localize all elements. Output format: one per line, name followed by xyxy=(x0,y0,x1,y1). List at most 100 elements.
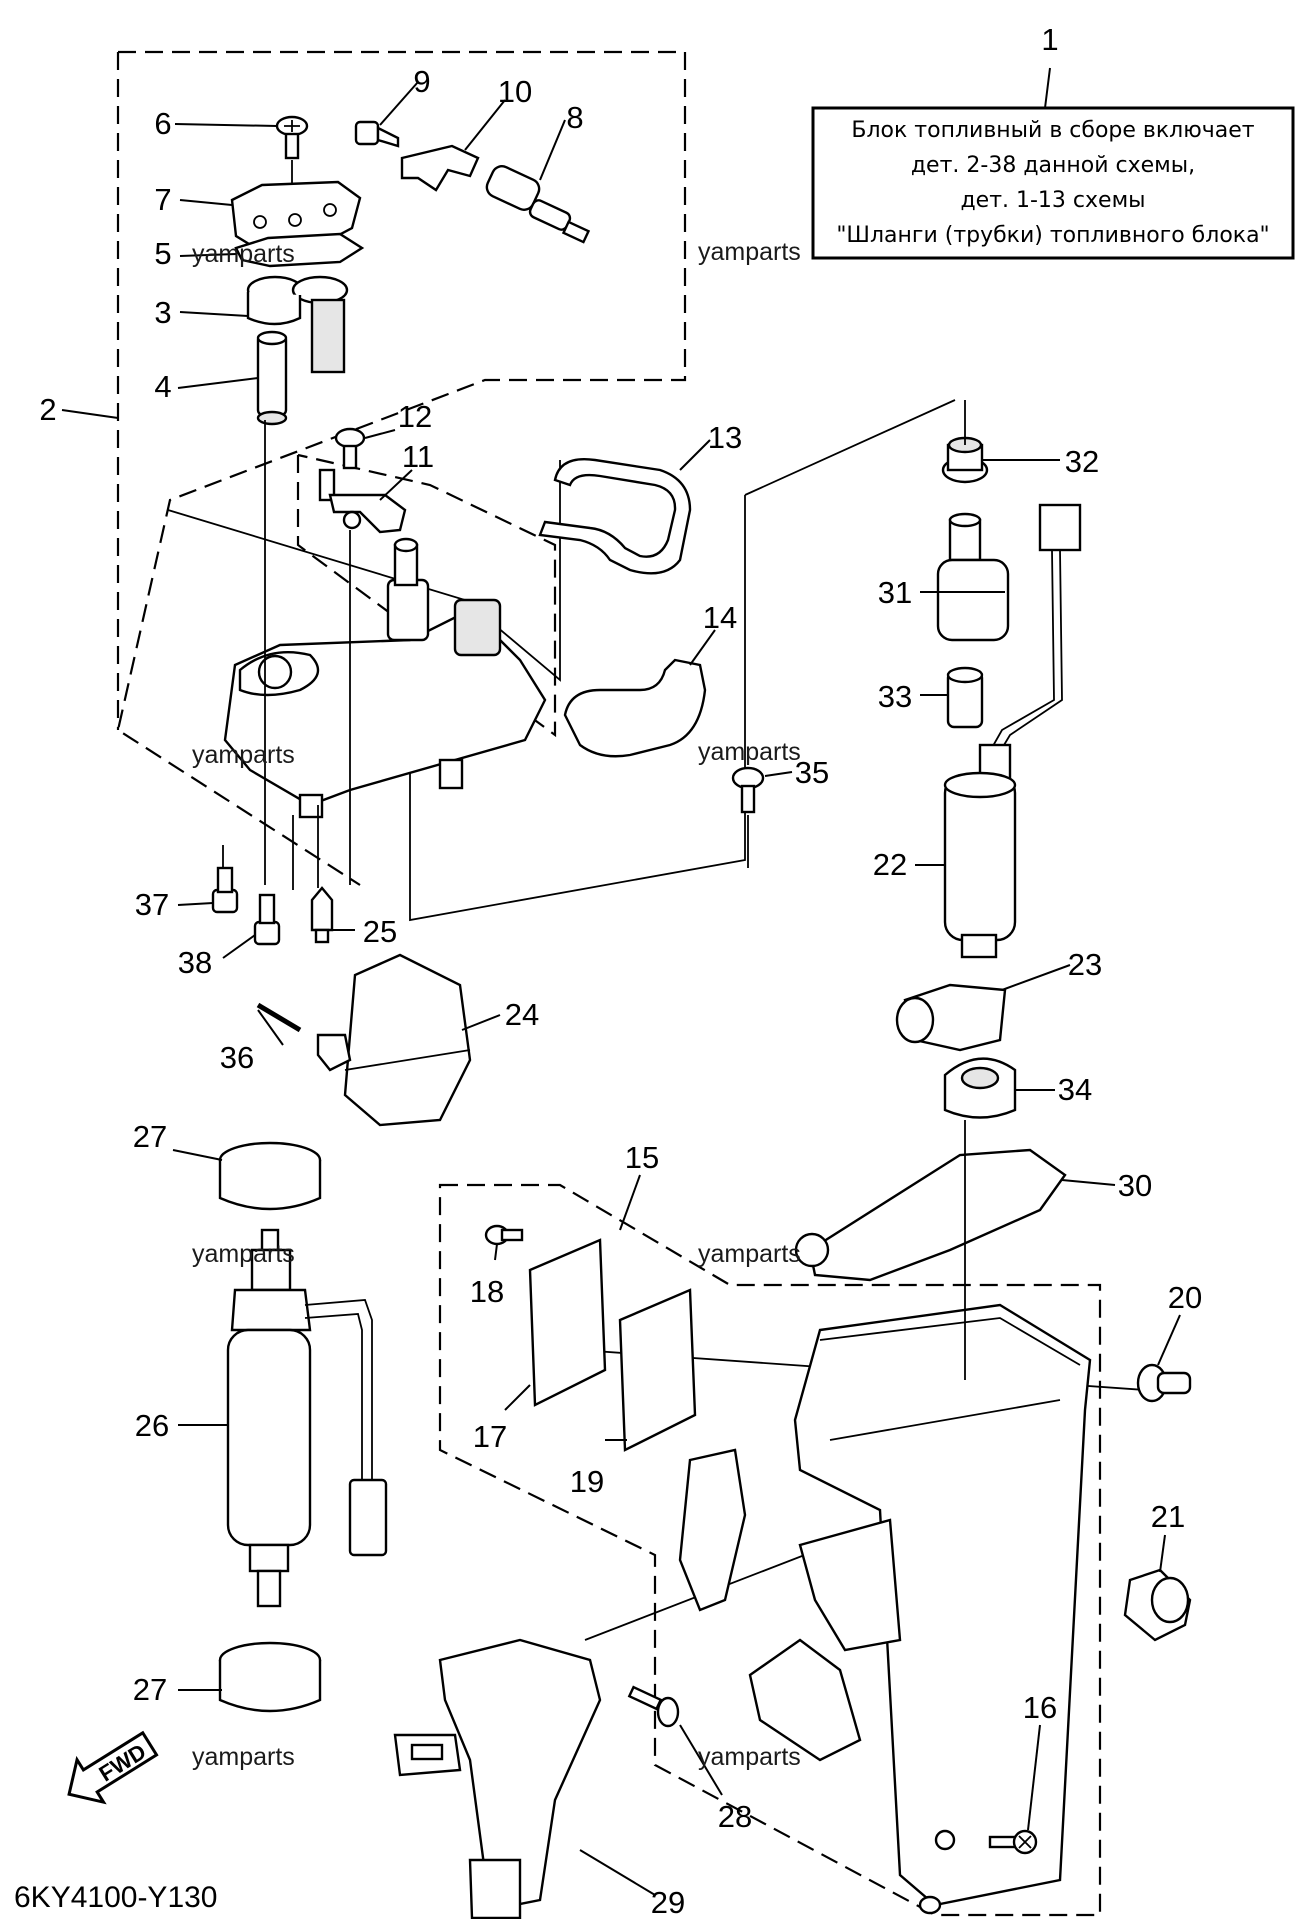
part-30-gasket xyxy=(808,1148,1067,1282)
watermark-text: yamparts xyxy=(698,238,801,266)
part-29-pump-holder xyxy=(393,1638,602,1919)
part-13-hose xyxy=(538,458,692,575)
part-26-fuel-pump-assembly xyxy=(226,1228,388,1608)
watermark-text: yamparts xyxy=(698,1743,801,1771)
dashed-boundary-hoses-11 xyxy=(296,453,557,738)
callout-28: 28 xyxy=(718,1799,752,1834)
dashed-boundary-assembly-2 xyxy=(116,50,687,886)
callout-37: 37 xyxy=(135,887,169,922)
callout-13: 13 xyxy=(708,420,742,455)
watermark-text: yamparts xyxy=(192,1240,295,1268)
part-9-bolt xyxy=(354,120,400,148)
part-18-screw xyxy=(484,1224,524,1246)
part-25-valve xyxy=(310,886,334,944)
callout-30: 30 xyxy=(1118,1168,1152,1203)
alignment-lines xyxy=(222,400,966,1380)
part-10-bracket xyxy=(400,144,480,192)
part-21-damper xyxy=(1123,1568,1192,1642)
part-8-sensor xyxy=(485,165,591,244)
callout-24: 24 xyxy=(505,997,539,1032)
note-line-4: "Шланги (трубки) топливного блока" xyxy=(836,223,1269,248)
part-fuel-tank-housing xyxy=(678,1303,1092,1915)
part-35-screw xyxy=(731,766,765,814)
callout-9: 9 xyxy=(413,64,430,99)
part-16-screw xyxy=(988,1829,1038,1855)
part-5-gasket xyxy=(234,232,365,268)
watermark-text: yamparts xyxy=(192,240,295,268)
note-line-2: дет. 2-38 данной схемы, xyxy=(911,153,1195,178)
part-34-holder xyxy=(943,1057,1017,1119)
callout-8: 8 xyxy=(566,100,583,135)
note-line-1: Блок топливный в сборе включает xyxy=(851,118,1254,143)
callout-18: 18 xyxy=(470,1274,504,1309)
callout-32: 32 xyxy=(1065,444,1099,479)
callout-5: 5 xyxy=(154,236,171,271)
callout-leaders xyxy=(61,67,1181,1896)
part-32-grommet xyxy=(941,436,989,484)
fwd-arrow-icon: FWD xyxy=(67,1730,159,1805)
callout-15: 15 xyxy=(625,1140,659,1175)
part-17-plate xyxy=(528,1238,607,1407)
part-30-gasket-hole xyxy=(794,1232,830,1268)
callout-23: 23 xyxy=(1068,947,1102,982)
part-4-element xyxy=(256,330,288,426)
part-14-hose xyxy=(563,658,707,758)
assembly-line-pump-frame xyxy=(409,399,956,922)
assembly-line-base xyxy=(167,460,561,682)
callout-27-upper: 27 xyxy=(133,1119,167,1154)
watermark-text: yamparts xyxy=(192,1743,295,1771)
part-22-fuel-pump xyxy=(943,743,1017,959)
callout-6: 6 xyxy=(154,106,171,141)
part-24-cover xyxy=(343,953,472,1127)
part-20-bolt xyxy=(1136,1363,1192,1403)
callout-12: 12 xyxy=(398,399,432,434)
diagram-code: 6KY4100-Y130 xyxy=(14,1881,218,1914)
part-27-ring-upper xyxy=(218,1141,322,1211)
watermark-text: yamparts xyxy=(192,741,295,769)
callout-14: 14 xyxy=(703,600,737,635)
part-38-bolt xyxy=(253,893,281,946)
callout-35: 35 xyxy=(795,755,829,790)
part-19-plate xyxy=(618,1288,697,1452)
callout-21: 21 xyxy=(1151,1499,1185,1534)
callout-17: 17 xyxy=(473,1419,507,1454)
callout-10: 10 xyxy=(498,74,532,109)
part-fuel-block-base xyxy=(223,537,547,819)
watermarks: yamparts yamparts yamparts yamparts yamp… xyxy=(192,238,801,1771)
part-6-screw xyxy=(275,115,309,186)
assembly-note-box: Блок топливный в сборе включает дет. 2-3… xyxy=(811,106,1295,260)
watermark-text: yamparts xyxy=(698,738,801,766)
callout-3: 3 xyxy=(154,295,171,330)
part-23-filter xyxy=(895,983,1007,1052)
callout-22: 22 xyxy=(873,847,907,882)
part-11-hose-connector xyxy=(318,468,407,534)
part-28-screw xyxy=(627,1685,680,1728)
callout-36: 36 xyxy=(220,1040,254,1075)
callout-25: 25 xyxy=(363,914,397,949)
callout-1: 1 xyxy=(1041,22,1058,57)
callout-20: 20 xyxy=(1168,1280,1202,1315)
callout-2: 2 xyxy=(39,392,56,427)
callout-38: 38 xyxy=(178,945,212,980)
callout-7: 7 xyxy=(154,182,171,217)
dashed-boundary-housing-15 xyxy=(438,1183,1102,1917)
callout-31: 31 xyxy=(878,575,912,610)
part-33-damper xyxy=(946,666,984,729)
callout-19: 19 xyxy=(570,1464,604,1499)
part-31-cap xyxy=(936,512,1010,642)
callout-4: 4 xyxy=(154,369,171,404)
callout-26: 26 xyxy=(135,1408,169,1443)
callout-16: 16 xyxy=(1023,1690,1057,1725)
part-12-screw xyxy=(334,427,366,470)
callout-11: 11 xyxy=(402,439,434,474)
note-line-3: дет. 1-13 схемы xyxy=(960,188,1145,213)
callout-27-lower: 27 xyxy=(133,1672,167,1707)
part-36-pin xyxy=(256,1002,352,1072)
callout-33: 33 xyxy=(878,679,912,714)
part-27-ring-lower xyxy=(218,1641,322,1713)
watermark-text: yamparts xyxy=(698,1240,801,1268)
part-37-bolt xyxy=(211,866,239,914)
callout-numbers: 1 2 3 4 5 6 7 8 9 10 11 12 13 14 15 16 1… xyxy=(39,22,1202,1919)
callout-34: 34 xyxy=(1058,1072,1092,1107)
